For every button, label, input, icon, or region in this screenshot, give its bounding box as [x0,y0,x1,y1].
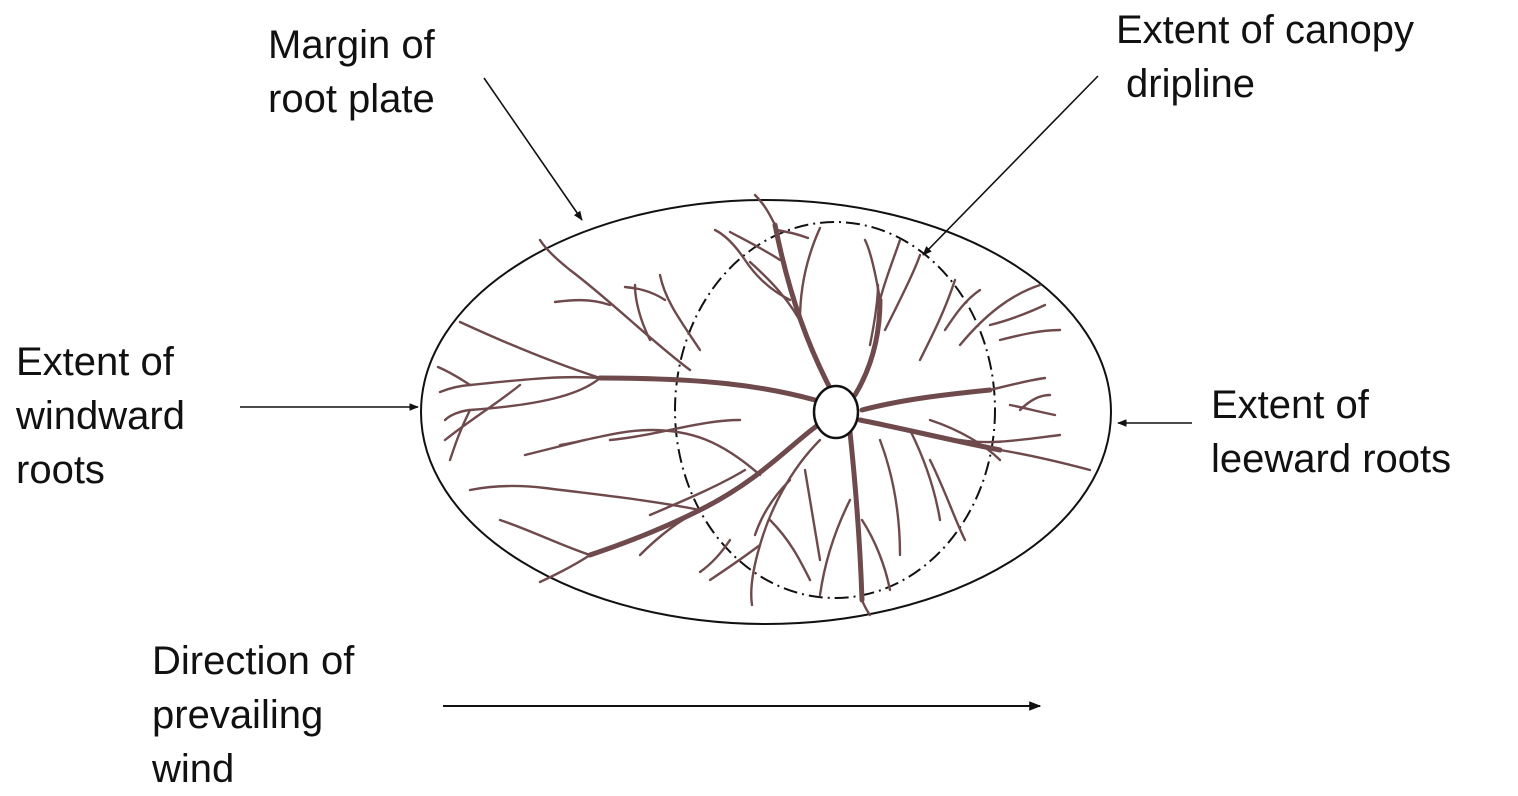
label-line: wind [152,742,354,796]
label-line: leeward roots [1211,432,1451,486]
label-line: root plate [268,72,435,126]
label-line: Extent of canopy [1116,3,1414,57]
margin-of-root-plate-label: Margin of root plate [268,18,435,126]
canopy-pointer-arrow [923,76,1098,255]
label-line: dripline [1116,57,1414,111]
label-line: Extent of [1211,378,1451,432]
label-line: Extent of [16,335,185,389]
label-line: Margin of [268,18,435,72]
windward-roots-label: Extent of windward roots [16,335,185,497]
canopy-dripline-label: Extent of canopy dripline [1116,3,1414,111]
label-line: windward [16,389,185,443]
tree-trunk [814,386,858,438]
margin-pointer-arrow [484,78,582,220]
label-line: roots [16,443,185,497]
label-line: Direction of [152,634,354,688]
prevailing-wind-label: Direction of prevailing wind [152,634,354,796]
label-line: prevailing [152,688,354,742]
root-system [438,195,1090,615]
root-plate-margin [421,200,1111,624]
leeward-roots-label: Extent of leeward roots [1211,378,1451,486]
